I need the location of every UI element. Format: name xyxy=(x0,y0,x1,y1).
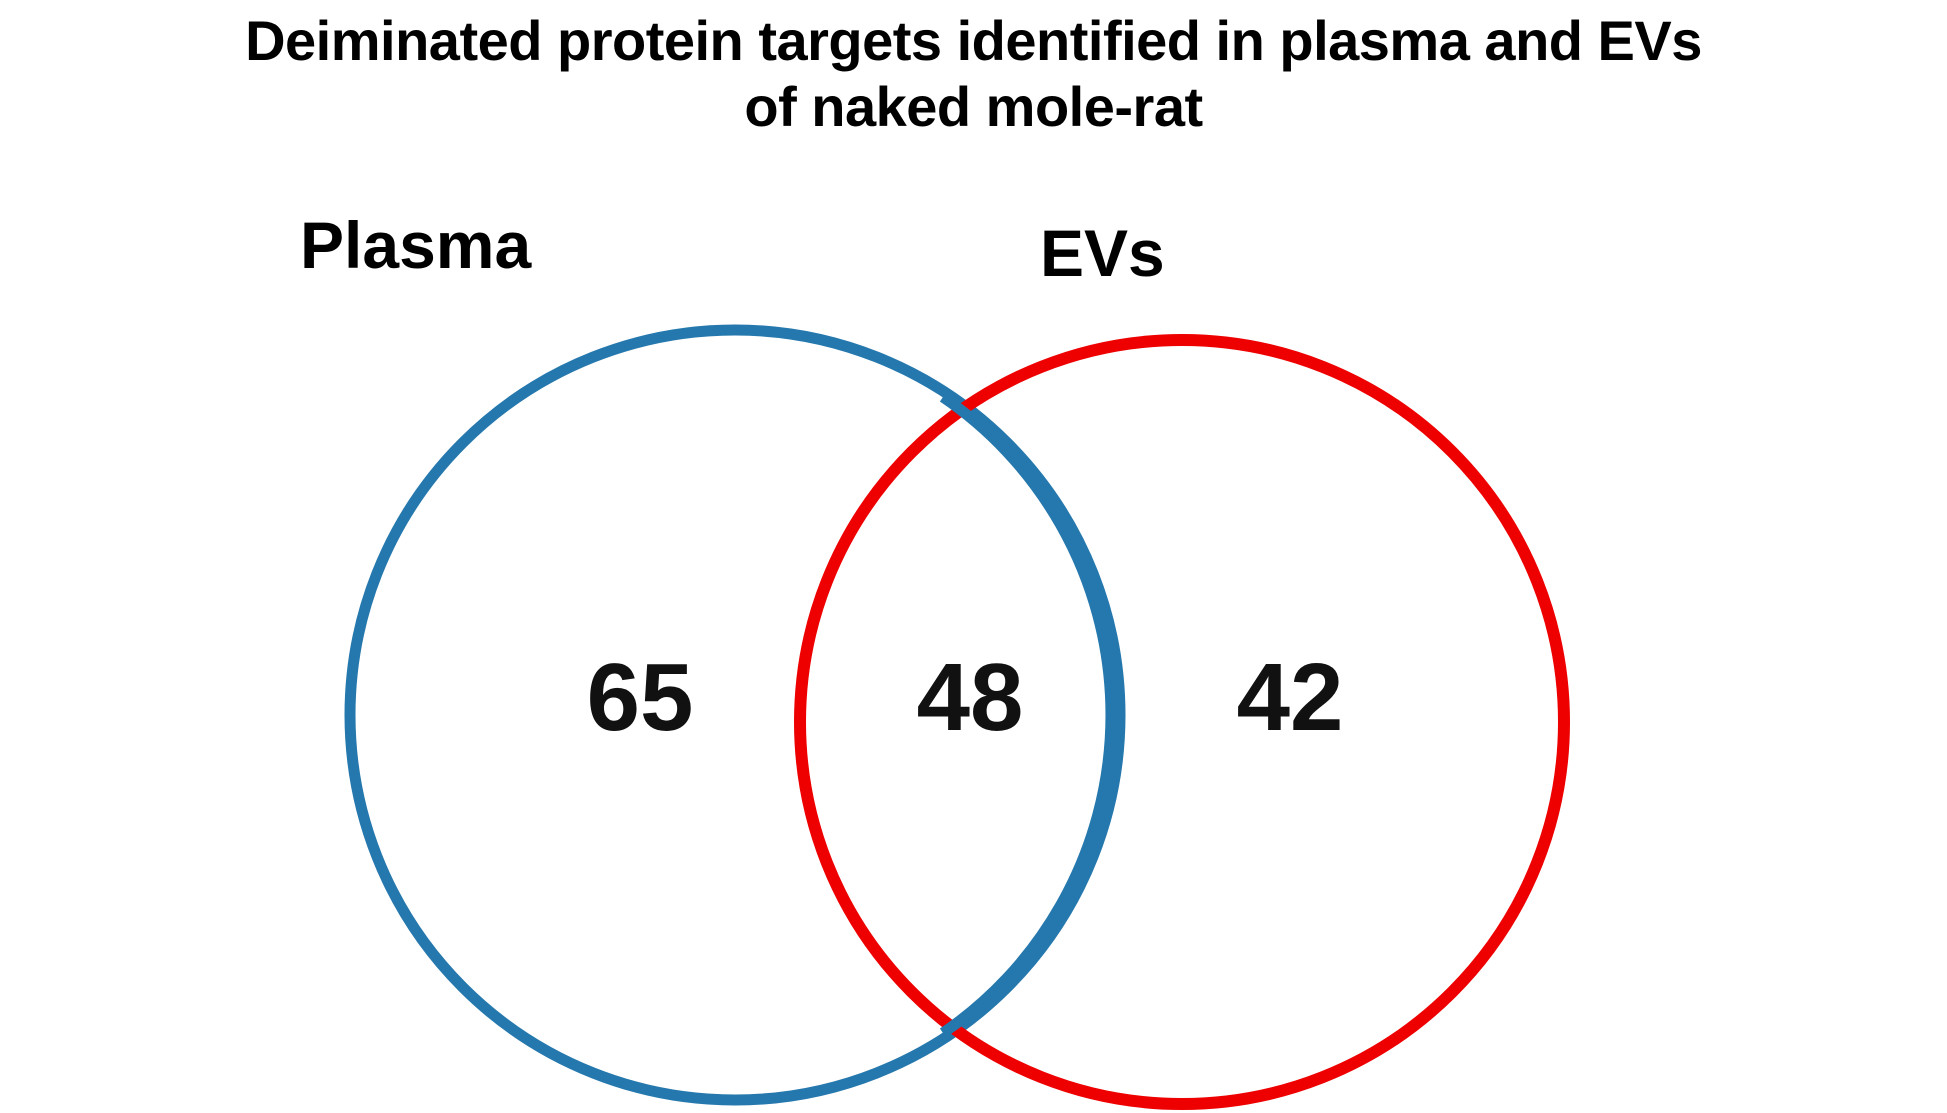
venn-count-intersection: 48 xyxy=(916,644,1024,751)
figure-title-line-1: Deiminated protein targets identified in… xyxy=(245,9,1702,72)
venn-count-plasma-only: 65 xyxy=(586,644,694,751)
venn-circle-plasma-overlap-arc xyxy=(939,392,1117,1038)
set-label-plasma: Plasma xyxy=(300,208,532,282)
venn-circle-plasma[interactable] xyxy=(344,324,1126,1106)
venn-circle-evs[interactable] xyxy=(794,334,1570,1110)
figure-title-line-2: of naked mole-rat xyxy=(744,75,1203,138)
set-label-evs: EVs xyxy=(1040,216,1165,290)
venn-count-evs-only: 42 xyxy=(1236,644,1344,751)
figure-title: Deiminated protein targets identified in… xyxy=(0,8,1947,140)
